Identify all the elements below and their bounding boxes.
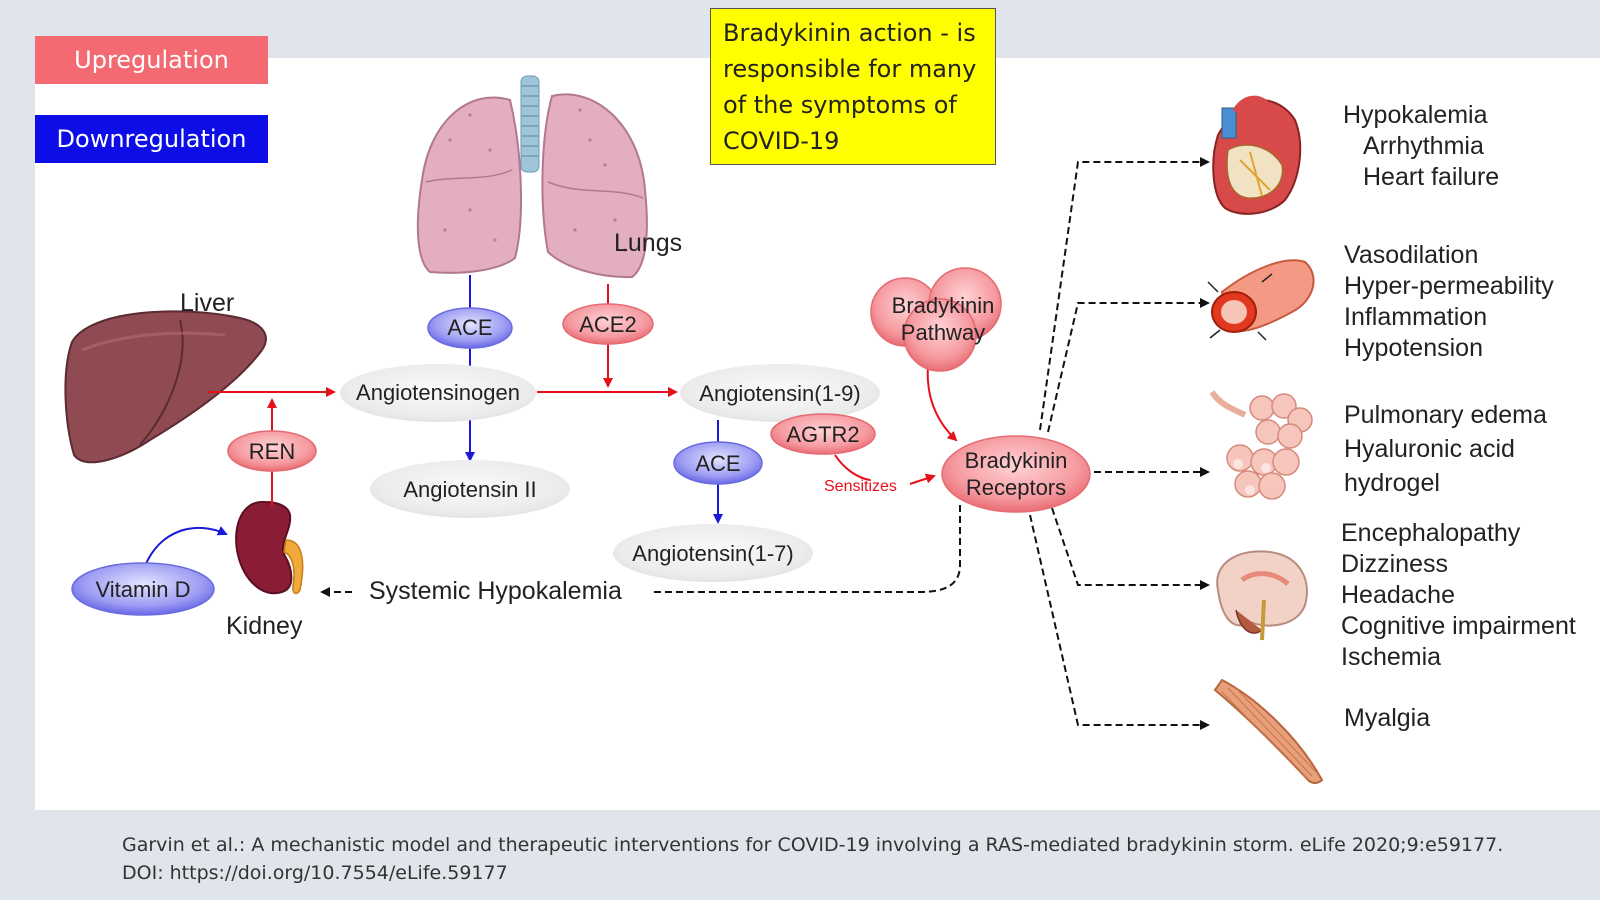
node-agtr2-label: AGTR2: [786, 422, 859, 447]
callout-line-3: of the symptoms of: [723, 91, 957, 119]
symptoms-brain: Encephalopathy Dizziness Headache Cognit…: [1341, 518, 1576, 673]
symptom-cognitive-impairment: Cognitive impairment: [1341, 612, 1576, 640]
node-bradykinin-receptors-label-1: Bradykinin: [965, 448, 1068, 473]
lungs-icon: [416, 75, 648, 279]
node-angiotensin-1-9: Angiotensin(1-9): [680, 364, 880, 422]
node-angiotensin-1-7-label: Angiotensin(1-7): [632, 541, 793, 566]
node-angiotensin-1-7: Angiotensin(1-7): [613, 524, 813, 582]
node-bradykinin-receptors: Bradykinin Receptors: [941, 435, 1091, 513]
callout-line-1: Bradykinin action - is: [723, 19, 976, 47]
node-ren: REN: [227, 430, 317, 472]
edge-label-sensitizes: Sensitizes: [824, 478, 897, 495]
callout-line-2: responsible for many: [723, 55, 977, 83]
citation-line-2: DOI: https://doi.org/10.7554/eLife.59177: [122, 862, 508, 884]
citation: Garvin et al.: A mechanistic model and t…: [122, 831, 1503, 887]
node-angiotensinogen: Angiotensinogen: [340, 364, 536, 422]
symptom-headache: Headache: [1341, 581, 1455, 609]
node-bradykinin-pathway: Bradykinin Pathway: [870, 267, 1002, 372]
symptoms-lung: Pulmonary edema Hyaluronic acid hydrogel: [1344, 398, 1547, 500]
symptom-hydrogel: hydrogel: [1344, 469, 1440, 497]
symptom-hypokalemia: Hypokalemia: [1343, 101, 1488, 129]
citation-line-1: Garvin et al.: A mechanistic model and t…: [122, 834, 1504, 856]
node-bradykinin-receptors-label-2: Receptors: [966, 475, 1066, 500]
node-angiotensin-ii-label: Angiotensin II: [403, 477, 536, 502]
symptom-inflammation: Inflammation: [1344, 303, 1488, 331]
symptoms-heart: Hypokalemia Arrhythmia Heart failure: [1343, 100, 1499, 193]
symptoms-muscle: Myalgia: [1344, 703, 1430, 734]
node-bradykinin-pathway-label-1: Bradykinin: [892, 293, 995, 318]
symptom-dizziness: Dizziness: [1341, 550, 1448, 578]
node-ace-top: ACE: [427, 307, 513, 349]
lungs-label: Lungs: [614, 229, 683, 257]
symptom-heart-failure: Heart failure: [1363, 163, 1500, 191]
symptom-pulmonary-edema: Pulmonary edema: [1344, 401, 1547, 429]
node-ace-bottom-label: ACE: [695, 451, 740, 476]
node-ace-top-label: ACE: [447, 315, 492, 340]
node-angiotensinogen-label: Angiotensinogen: [356, 380, 520, 405]
symptoms-vessel: Vasodilation Hyper-permeability Inflamma…: [1344, 240, 1554, 364]
node-ren-label: REN: [249, 439, 295, 464]
node-angiotensin-1-9-label: Angiotensin(1-9): [699, 381, 860, 406]
bradykinin-callout: Bradykinin action - is responsible for m…: [710, 8, 996, 165]
node-angiotensin-ii: Angiotensin II: [370, 460, 570, 518]
node-bradykinin-pathway-label-2: Pathway: [901, 320, 985, 345]
dashed-arrows: [320, 157, 1210, 730]
node-vitamin-d: Vitamin D: [71, 562, 215, 616]
node-agtr2: AGTR2: [770, 413, 876, 455]
symptom-ischemia: Ischemia: [1341, 643, 1442, 671]
symptom-hypotension: Hypotension: [1344, 334, 1483, 362]
blood-vessel-icon: [1207, 259, 1315, 341]
symptom-vasodilation: Vasodilation: [1344, 241, 1479, 269]
red-arrows: [208, 284, 958, 506]
brain-icon: [1216, 550, 1308, 641]
liver-label: Liver: [180, 289, 235, 317]
callout-line-4: COVID-19: [723, 127, 840, 155]
kidney-icon: [235, 500, 304, 595]
node-ace-bottom: ACE: [673, 441, 763, 485]
node-vitamin-d-label: Vitamin D: [96, 577, 191, 602]
node-ace2-label: ACE2: [579, 312, 636, 337]
symptom-myalgia: Myalgia: [1344, 704, 1431, 732]
legend-upregulation: Upregulation: [35, 36, 268, 84]
symptom-hyper-permeability: Hyper-permeability: [1344, 272, 1554, 300]
kidney-label: Kidney: [226, 612, 303, 640]
legend-downregulation: Downregulation: [35, 115, 268, 163]
heart-icon: [1212, 95, 1302, 215]
blue-arrows: [144, 275, 723, 567]
alveoli-icon: [1209, 390, 1313, 500]
symptom-encephalopathy: Encephalopathy: [1341, 519, 1521, 547]
symptom-arrhythmia: Arrhythmia: [1363, 132, 1484, 160]
symptom-hyaluronic-acid: Hyaluronic acid: [1344, 435, 1515, 463]
muscle-icon: [1213, 678, 1324, 784]
systemic-hypokalemia-label: Systemic Hypokalemia: [369, 577, 622, 605]
node-ace2: ACE2: [562, 303, 654, 345]
